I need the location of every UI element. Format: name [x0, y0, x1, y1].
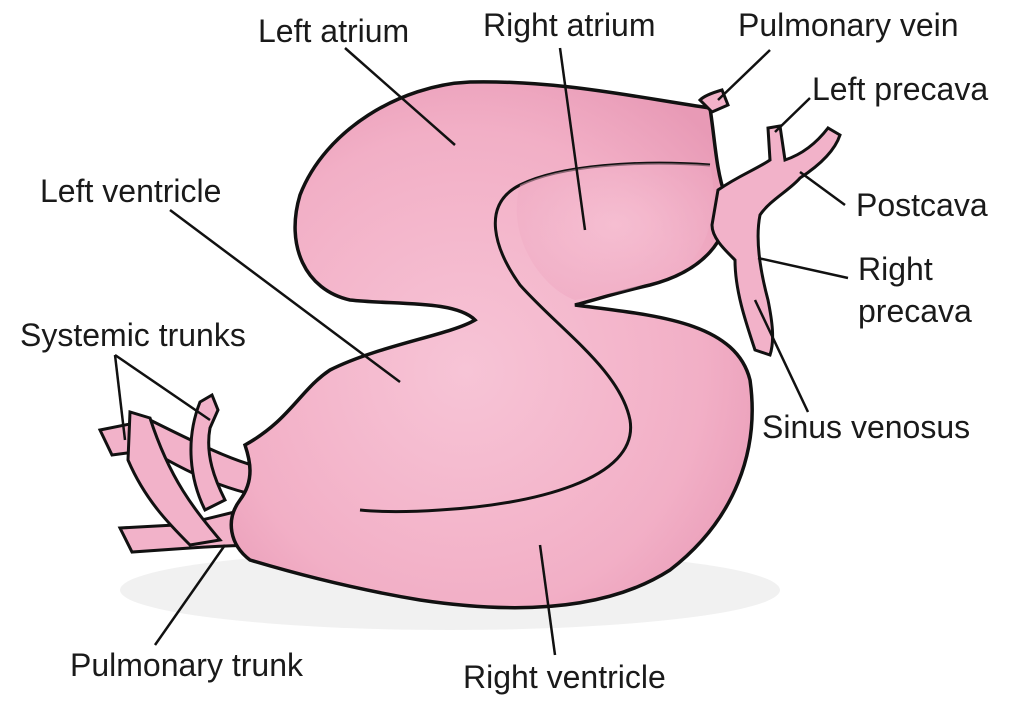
leader-postcava [800, 172, 845, 205]
label-right-atrium: Right atrium [483, 6, 656, 44]
label-pulmonary-vein: Pulmonary vein [738, 6, 959, 44]
label-right-ventricle: Right ventricle [463, 658, 666, 696]
leader-left-precava [775, 98, 810, 132]
label-postcava: Postcava [856, 186, 988, 224]
label-left-atrium: Left atrium [258, 12, 409, 50]
label-sinus-venosus: Sinus venosus [762, 408, 970, 446]
leader-right-precava [758, 258, 848, 278]
label-left-ventricle: Left ventricle [40, 172, 221, 210]
label-systemic-trunks: Systemic trunks [20, 316, 246, 354]
sinus-venosus-shape [712, 126, 840, 355]
heart-body [231, 82, 752, 608]
atrium-shade [517, 163, 714, 300]
leader-pulmonary-vein [718, 50, 770, 100]
label-right-precava-line2: precava [858, 292, 972, 330]
leader-sinus-venosus [755, 300, 808, 412]
sinus-venosus-group [712, 126, 840, 355]
label-right-precava-line1: Right [858, 250, 933, 288]
label-pulmonary-trunk: Pulmonary trunk [70, 646, 303, 684]
label-left-precava: Left precava [812, 70, 988, 108]
